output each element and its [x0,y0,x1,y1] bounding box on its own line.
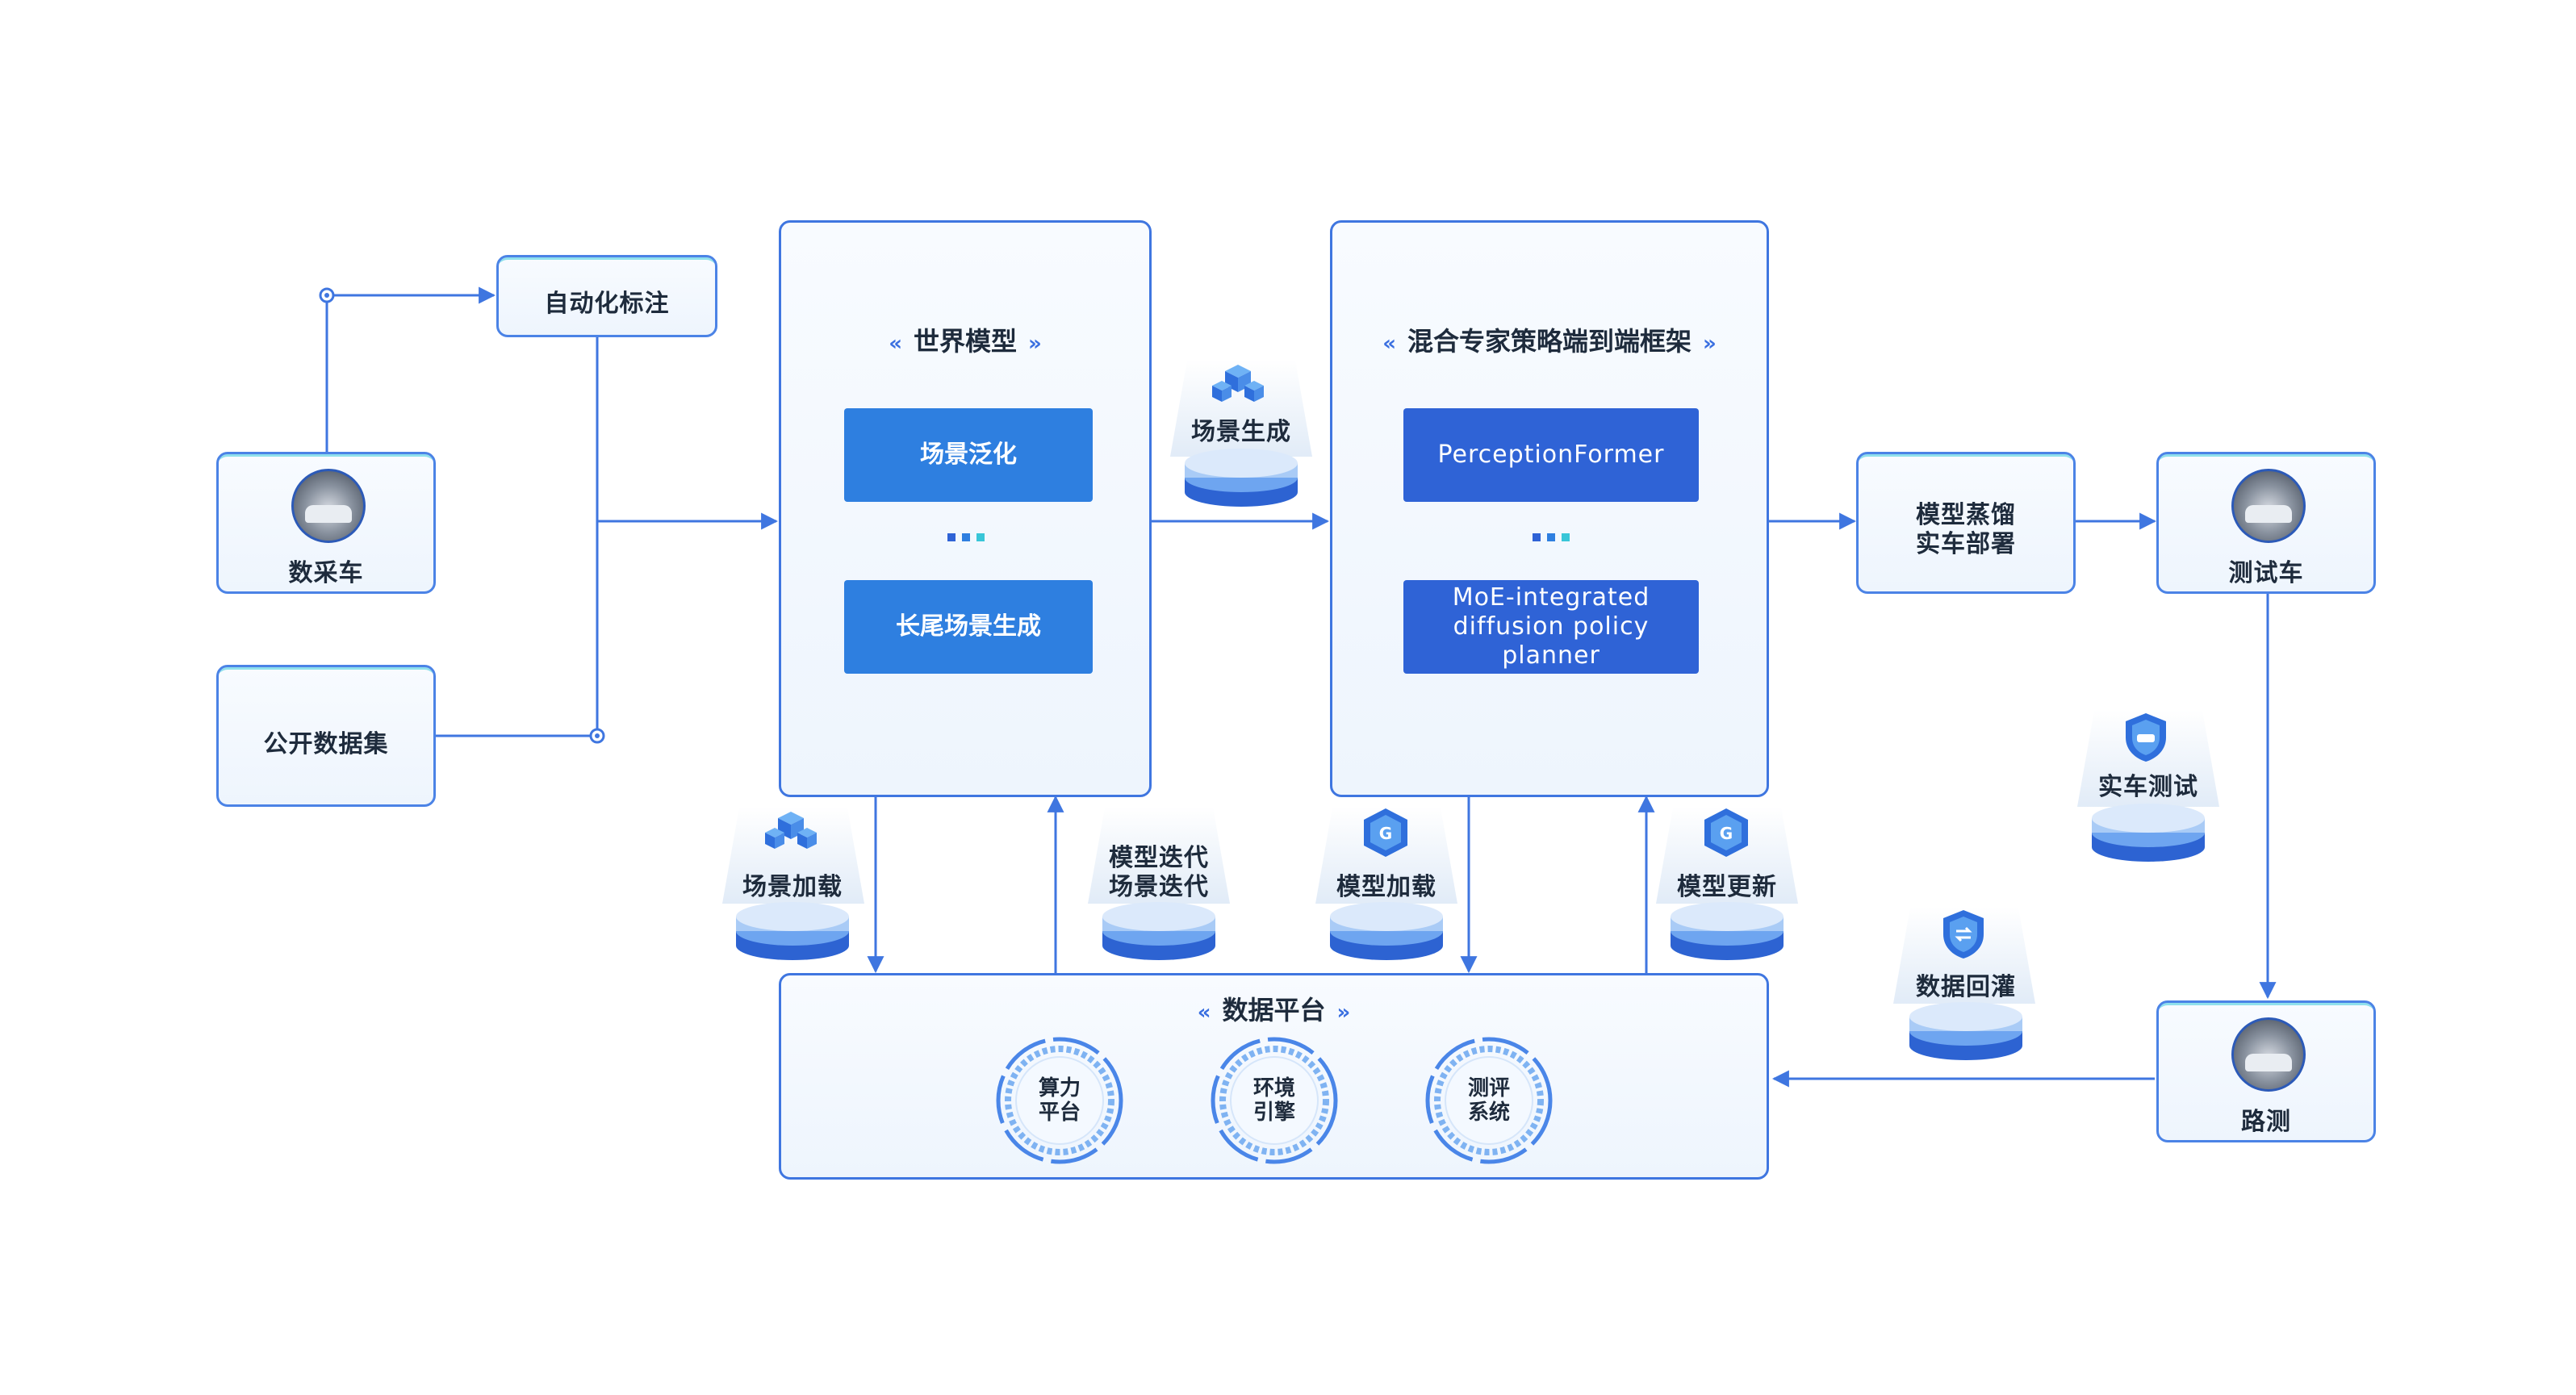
scene-loading-label: 场景加载 [742,873,843,901]
data-platform-panel: «数据平台» 算力平台 环境引擎 测评系统 [779,973,1769,1180]
car-photo [291,469,366,543]
distill-deploy-node[interactable]: 模型蒸馏 实车部署 [1856,452,2076,594]
svg-text:G: G [1379,824,1392,843]
chevron-right-icon: » [1703,332,1717,356]
ring-gauge-icon [1211,1037,1338,1164]
cubes-icon [1212,365,1264,402]
ring-gauge-icon [1425,1037,1553,1164]
compute-platform-ring[interactable]: 算力平台 [994,1035,1125,1166]
cubes-icon [765,812,817,849]
chevron-left-icon: « [889,332,902,356]
chevron-left-icon: « [1382,332,1396,356]
scene-iteration-label: 场景迭代 [1109,873,1209,901]
data-reflow-label: 数据回灌 [1916,973,2016,1001]
test-car-node[interactable]: 测试车 [2156,452,2376,594]
database-disk-icon [1330,902,1443,960]
auto-label-node[interactable]: 自动化标注 [496,255,717,337]
model-update-label: 模型更新 [1677,873,1777,901]
data-car-label: 数采车 [288,559,364,587]
shield-icon: G [1364,808,1407,857]
car-photo [2231,469,2306,543]
shield-icon [1943,910,1984,959]
environment-engine-ring[interactable]: 环境引擎 [1209,1035,1340,1166]
scene-generation-label: 场景生成 [1191,418,1291,446]
ellipsis-dots [947,533,985,541]
database-disk-icon [1909,1002,2022,1060]
world-model-title: «世界模型» [889,326,1042,357]
model-iteration-label: 模型迭代 [1109,844,1209,872]
road-photo [2231,1017,2306,1092]
deploy-label: 实车部署 [1916,530,2016,558]
distill-label: 模型蒸馏 [1916,501,2016,529]
moe-planner-button[interactable]: MoE-integrated diffusion policy planner [1403,580,1699,674]
data-platform-title: «数据平台» [1197,995,1351,1025]
ellipsis-dots [1533,533,1570,541]
moe-framework-panel: «混合专家策略端到端框架» PerceptionFormer MoE-integ… [1330,220,1769,797]
chevron-right-icon: » [1028,332,1042,356]
ring-gauge-icon [996,1037,1123,1164]
beam-glow [1088,807,1230,904]
public-dataset-node[interactable]: 公开数据集 [216,665,436,807]
svg-text:G: G [1720,824,1733,843]
model-loading-label: 模型加载 [1336,873,1436,901]
long-tail-scene-button[interactable]: 长尾场景生成 [844,580,1093,674]
chevron-right-icon: » [1336,1000,1351,1025]
shield-icon: G [1704,808,1748,857]
database-disk-icon [1102,902,1215,960]
auto-label-text: 自动化标注 [544,290,670,318]
test-car-label: 测试车 [2228,559,2304,587]
moe-framework-title: «混合专家策略端到端框架» [1382,326,1717,357]
perceptionformer-button[interactable]: PerceptionFormer [1403,408,1699,502]
chevron-left-icon: « [1197,1000,1211,1025]
database-disk-icon [2092,804,2205,862]
evaluation-system-ring[interactable]: 测评系统 [1424,1035,1554,1166]
shield-icon [2126,713,2166,762]
public-dataset-label: 公开数据集 [263,730,389,758]
database-disk-icon [1671,902,1784,960]
road-test-node[interactable]: 路测 [2156,1000,2376,1142]
scene-generalization-button[interactable]: 场景泛化 [844,408,1093,502]
real-car-test-label: 实车测试 [2098,773,2198,801]
data-car-node[interactable]: 数采车 [216,452,436,594]
database-disk-icon [736,902,849,960]
road-test-label: 路测 [2241,1108,2291,1136]
world-model-panel: «世界模型» 场景泛化 长尾场景生成 [779,220,1152,797]
database-disk-icon [1185,449,1298,507]
